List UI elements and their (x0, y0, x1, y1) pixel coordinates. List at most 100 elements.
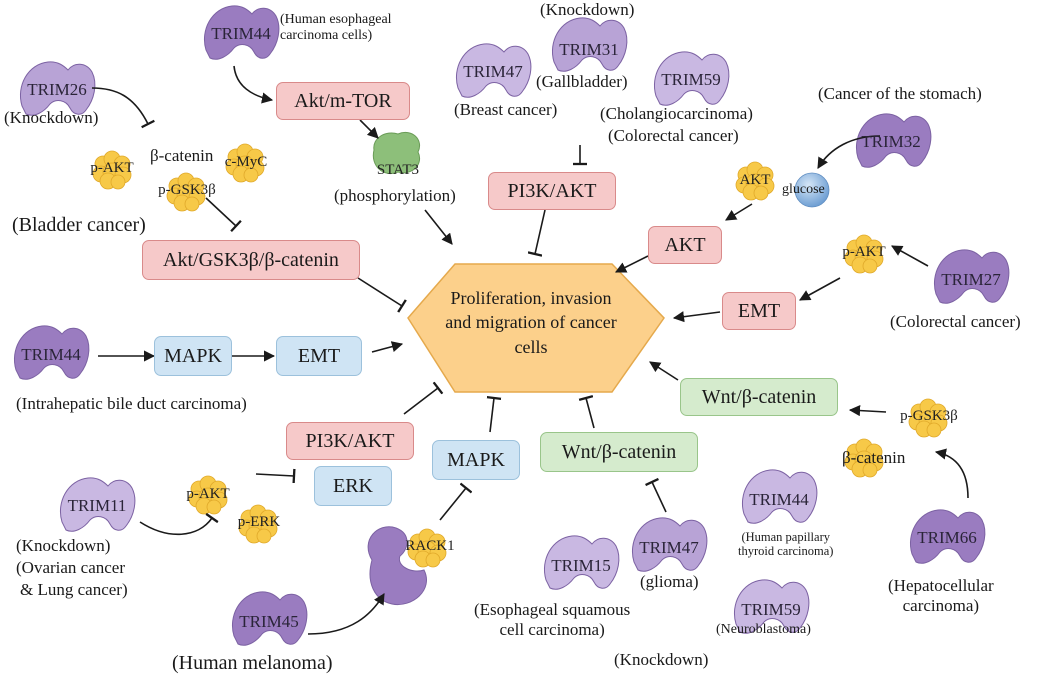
pathway-pi3k-akt-bottom: PI3K/AKT (286, 422, 414, 460)
edge-wnt-center (578, 395, 595, 429)
edge-stat3-center (424, 209, 453, 245)
edge-pakt-emt (799, 277, 841, 301)
pathway-akt-mtor: Akt/m-TOR (276, 82, 410, 120)
label-trim59-bottom: TRIM59 (741, 600, 801, 619)
edge-trim45-rack1 (307, 593, 385, 635)
note-colorectal-right: (Colorectal cancer) (890, 312, 1021, 331)
pathway-mapk-left: MAPK (154, 336, 232, 376)
note-esophageal: (Esophageal squamous cell carcinoma) (474, 600, 630, 639)
note-papillary-line1: (Human papillary (741, 530, 830, 544)
note-knockdown-bottom: (Knockdown) (614, 650, 709, 669)
label-trim47-bottom: TRIM47 (639, 538, 699, 557)
note-trim26-knockdown: (Knockdown) (4, 108, 99, 127)
edge-complex-akt-gsk (205, 197, 242, 233)
pathway-akt-right: AKT (648, 226, 722, 264)
label-trim27: TRIM27 (941, 270, 1001, 289)
rack1-protein-icon (367, 526, 427, 606)
pathway-erk: ERK (314, 466, 392, 506)
note-gallbladder: (Gallbladder) (536, 72, 628, 91)
label-p-erk: p-ERK (237, 514, 281, 530)
note-bladder-cancer: (Bladder cancer) (12, 214, 146, 236)
label-trim15: TRIM15 (551, 556, 611, 575)
label-trim32: TRIM32 (861, 132, 921, 151)
edge-pgsk-wnt (848, 404, 887, 417)
label-trim11: TRIM11 (67, 496, 127, 515)
stat3-blob (372, 132, 420, 174)
pathway-wnt-right: Wnt/β-catenin (680, 378, 838, 416)
note-breast-cancer: (Breast cancer) (454, 100, 558, 119)
note-lung-cancer: & Lung cancer) (20, 580, 128, 599)
label-trim31: TRIM31 (559, 40, 619, 59)
edge-trim44-aktmtor (233, 65, 274, 104)
center-outcome: Proliferation, invasion and migration of… (415, 286, 647, 359)
label-rack1: RACK1 (405, 538, 455, 554)
note-esophageal-line2: cell carcinoma) (499, 619, 605, 639)
note-stat3-phosphorylation: (phosphorylation) (334, 186, 456, 205)
label-p-akt-left: p-AKT (90, 160, 134, 176)
center-line1: Proliferation, invasion (450, 288, 612, 308)
edge-trim26-complex (91, 87, 155, 129)
pathway-mapk-bottom: MAPK (432, 440, 520, 480)
pathway-akt-gsk-bcatenin: Akt/GSK3β/β-catenin (142, 240, 360, 280)
label-trim66: TRIM66 (917, 528, 977, 547)
label-p-akt-right: p-AKT (842, 244, 886, 260)
label-beta-catenin-right: β-catenin (842, 448, 906, 467)
label-trim26: TRIM26 (27, 80, 87, 99)
label-stat3: STAT3 (376, 162, 420, 178)
edge-pi3k-center (527, 209, 546, 257)
note-papillary: (Human papillary thyroid carcinoma) (738, 530, 833, 559)
label-trim44-left: TRIM44 (21, 345, 81, 364)
label-c-myc: c-MyC (224, 154, 268, 170)
pathway-emt-right: EMT (722, 292, 796, 330)
note-glioma: (glioma) (640, 572, 699, 591)
edge-trim32-glucose (817, 135, 881, 169)
edge-mapk-center (486, 396, 502, 433)
label-trim59-top: TRIM59 (661, 70, 721, 89)
note-colorectal-top: (Colorectal cancer) (608, 126, 739, 145)
label-glucose: glucose (782, 182, 825, 197)
label-p-gsk3b-left: p-GSK3β (158, 182, 216, 198)
edge-glucose-akt (725, 203, 753, 221)
edge-trim11-perk (139, 512, 219, 536)
note-esophageal-line1: (Esophageal squamous (474, 600, 631, 619)
note-papillary-line2: thyroid carcinoma) (738, 544, 834, 559)
note-trim44-top-line2: carcinoma cells) (280, 28, 373, 44)
note-trim11-knockdown: (Knockdown) (16, 536, 111, 555)
edge-trim27-pakt (891, 245, 929, 267)
pathway-wnt-bottom: Wnt/β-catenin (540, 432, 698, 472)
edge-akt-gsk-center (357, 277, 407, 313)
label-trim44-bottom: TRIM44 (749, 490, 809, 509)
edge-aktmtor-stat3 (359, 119, 379, 139)
note-cholangiocarcinoma: (Cholangiocarcinoma) (600, 104, 753, 123)
edge-trim47-wnt (644, 477, 667, 513)
label-trim47-top: TRIM47 (463, 62, 523, 81)
note-stomach-cancer: (Cancer of the stomach) (818, 84, 982, 103)
edge-emt-center (672, 311, 721, 323)
edge-perk-erk (255, 468, 296, 484)
label-beta-catenin-left: β-catenin (150, 146, 214, 165)
note-knockdown-top: (Knockdown) (540, 0, 635, 19)
pathway-pi3k-akt-top: PI3K/AKT (488, 172, 616, 210)
edge-trim66-bcat (934, 448, 969, 499)
note-hepatocellular-line2: carcinoma) (902, 595, 980, 615)
label-akt-glucose: AKT (739, 172, 771, 188)
edge-wnt-center (649, 361, 679, 381)
note-hepatocellular-line1: (Hepatocellular (888, 576, 994, 595)
center-hexagon (407, 263, 665, 393)
label-p-akt-bottom: p-AKT (186, 486, 230, 502)
center-line2: and migration of cancer (445, 312, 617, 333)
edge-akt-center (614, 255, 649, 273)
note-trim44-top: (Human esophageal carcinoma cells) (280, 12, 392, 44)
pathway-emt-left: EMT (276, 336, 362, 376)
note-hepatocellular: (Hepatocellular carcinoma) (888, 576, 994, 615)
note-ovarian-cancer: (Ovarian cancer (16, 558, 126, 577)
note-neuroblastoma: (Neuroblastoma) (716, 622, 811, 637)
label-trim45: TRIM45 (239, 612, 299, 631)
label-trim44-top: TRIM44 (211, 24, 271, 43)
edge-pi3k-center (403, 381, 444, 415)
center-line3: cells (514, 336, 548, 357)
note-trim44-top-line1: (Human esophageal (280, 12, 392, 27)
edge-emt-center-left (371, 341, 404, 353)
